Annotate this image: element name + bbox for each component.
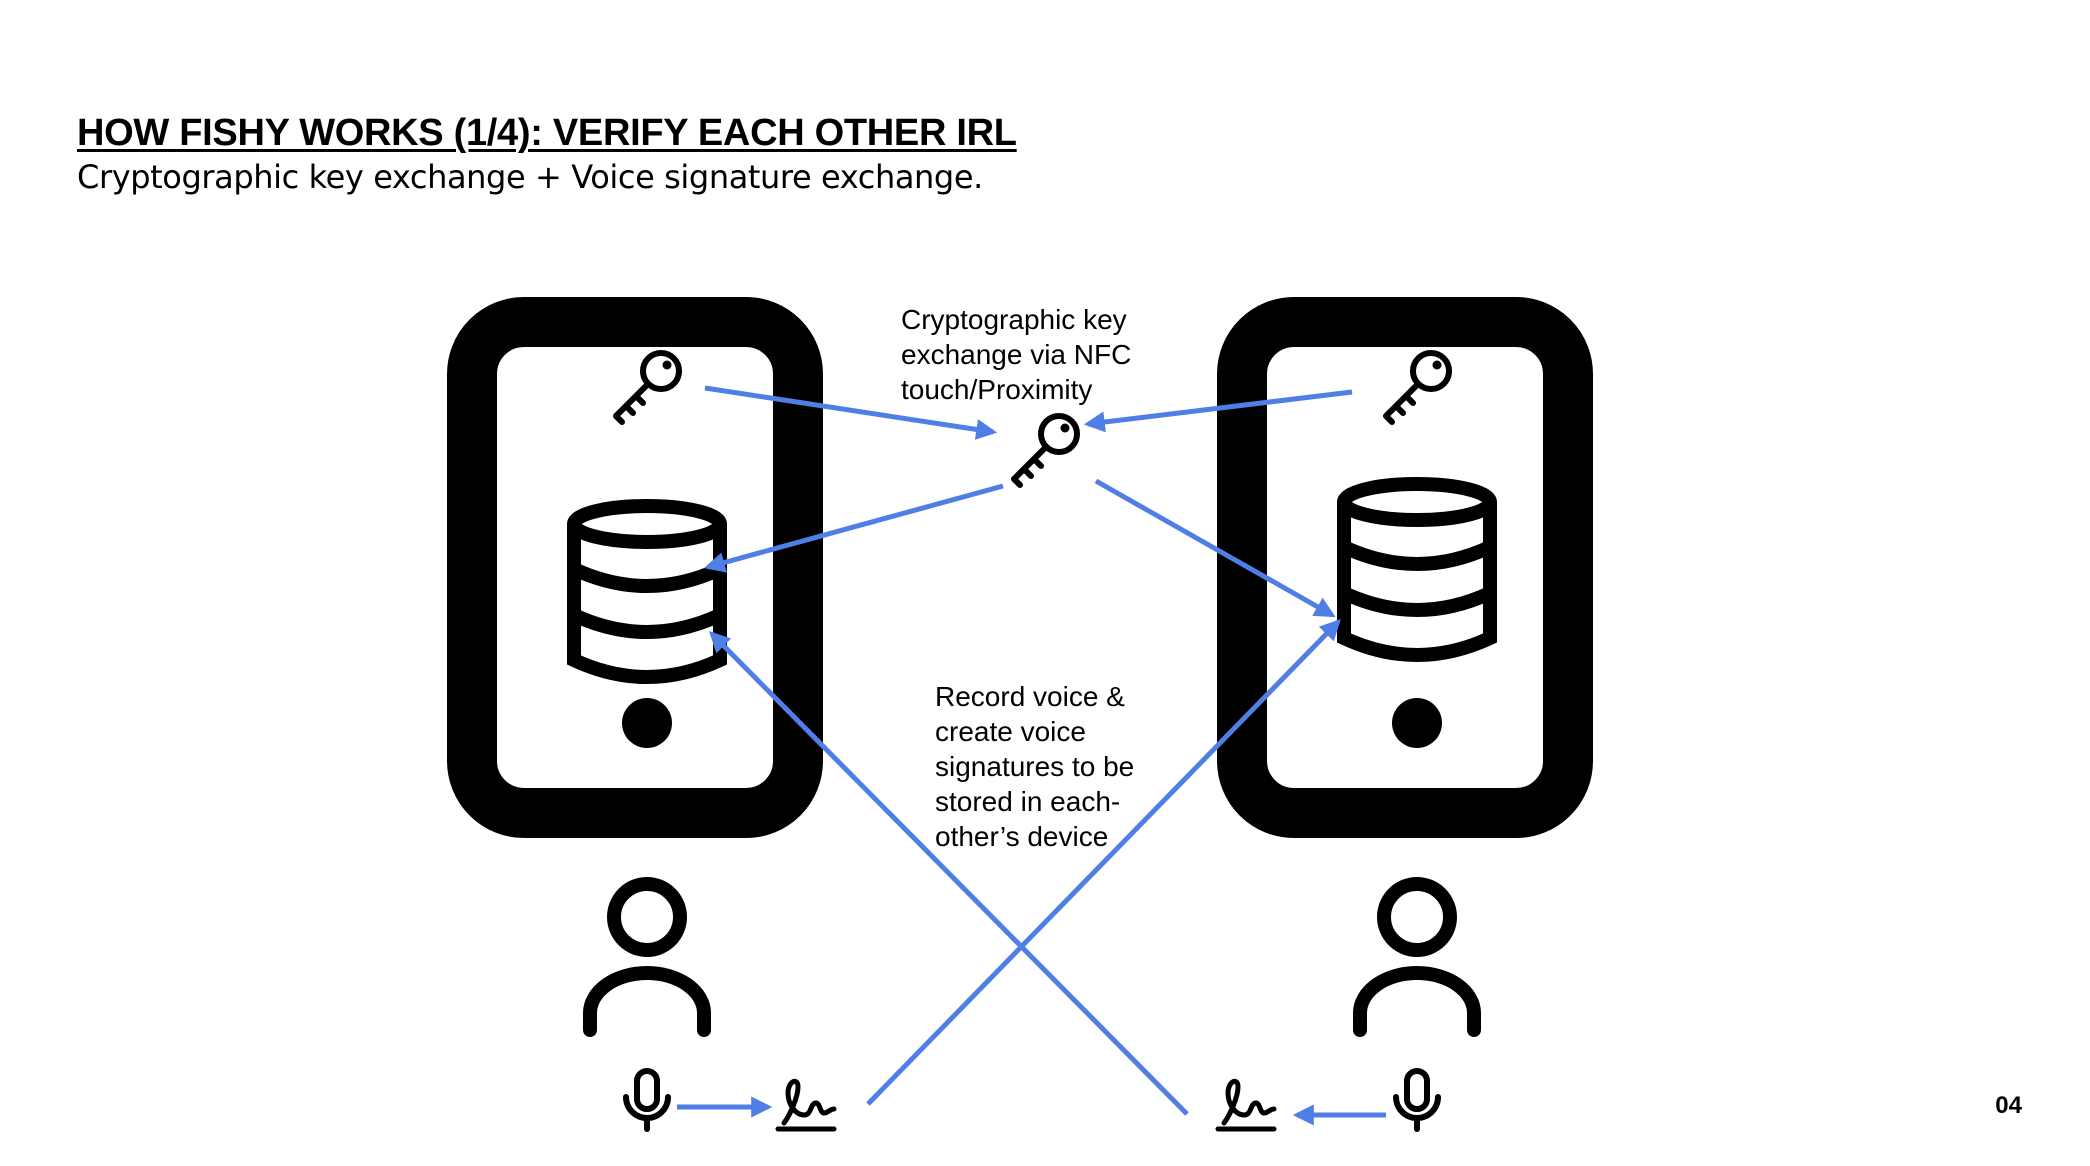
arrow-exchange-to-left-db <box>703 483 1004 573</box>
left-database-icon <box>574 506 720 677</box>
left-home-button <box>622 698 672 748</box>
right-phone-frame <box>1217 297 1593 838</box>
voice-signature-label-line: Record voice & <box>935 681 1125 712</box>
arrow-left-signature-to-right-db <box>866 618 1341 1106</box>
key-exchange-label-line: touch/Proximity <box>901 374 1092 405</box>
arrow-left-key-to-exchange <box>704 385 998 440</box>
right-signature-icon <box>1218 1081 1274 1129</box>
right-database-icon <box>1344 484 1490 655</box>
voice-signature-label: Record voice & create voice signatures t… <box>935 681 1142 852</box>
left-phone-frame <box>447 297 823 838</box>
arrow-right-signature-to-left-db <box>709 631 1189 1116</box>
left-key-icon <box>616 353 679 422</box>
exchange-key-icon <box>1014 416 1077 485</box>
right-home-button <box>1392 698 1442 748</box>
right-key-icon <box>1386 353 1449 422</box>
arrow-right-key-to-exchange <box>1083 389 1353 433</box>
page-number: 04 <box>1995 1092 2022 1119</box>
right-person-icon <box>1360 884 1474 1030</box>
voice-signature-label-line: signatures to be <box>935 751 1134 782</box>
left-signature-icon <box>778 1081 834 1129</box>
left-mic-icon <box>626 1071 668 1129</box>
slide-subtitle: Cryptographic key exchange + Voice signa… <box>77 158 983 196</box>
slide-title: HOW FISHY WORKS (1/4): VERIFY EACH OTHER… <box>77 112 1017 154</box>
right-mic-icon <box>1396 1071 1438 1129</box>
voice-signature-label-line: other’s device <box>935 821 1108 852</box>
arrow-exchange-to-right-db <box>1094 478 1336 618</box>
key-exchange-label-line: Cryptographic key <box>901 304 1127 335</box>
left-person-icon <box>590 884 704 1030</box>
key-exchange-label: Cryptographic key exchange via NFC touch… <box>901 304 1139 405</box>
voice-signature-label-line: create voice <box>935 716 1086 747</box>
key-exchange-label-line: exchange via NFC <box>901 339 1131 370</box>
voice-signature-label-line: stored in each- <box>935 786 1120 817</box>
